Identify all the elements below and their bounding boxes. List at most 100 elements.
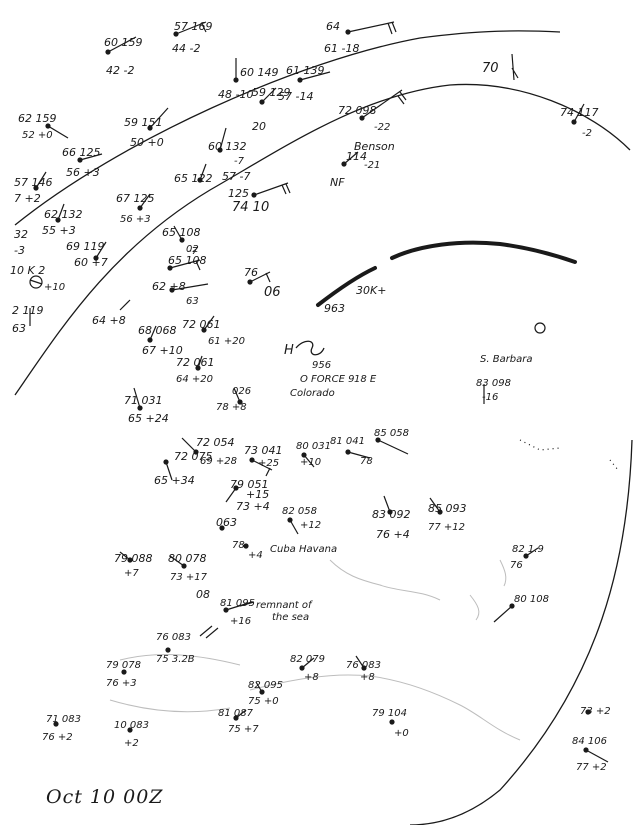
station-s63: 83 098 -16 xyxy=(476,378,511,404)
station-s28: 72 061 64 +20 xyxy=(176,355,215,385)
station-s32-bottom: +25 xyxy=(258,458,279,469)
coast-cuba xyxy=(249,674,521,741)
station-s19-top: 32 xyxy=(14,228,28,241)
station-s48-bottom: 76 xyxy=(510,560,523,571)
station-s63-top: 83 098 xyxy=(476,378,511,389)
graticule-arc-east xyxy=(409,439,633,825)
station-s04-top: 64 xyxy=(326,20,340,33)
station-s28-bottom: 64 +20 xyxy=(176,374,213,385)
station-s03-top: 60 149 xyxy=(240,66,279,79)
center-pressure: 956 xyxy=(312,360,331,371)
station-s41: 78 +4 xyxy=(232,540,263,561)
station-s35: 85 058 xyxy=(374,428,409,455)
station-s62-top: 74 117 xyxy=(560,106,599,119)
station-s44: 79 088 +7 xyxy=(114,551,153,579)
station-s56: 71 083 76 +2 xyxy=(42,714,81,743)
station-s60-top: 73 +2 xyxy=(580,706,611,717)
station-s30-bottom: 78 +8 xyxy=(216,402,247,413)
station-s39-top: 82 058 xyxy=(282,506,317,517)
station-s54-bottom: 75 +0 xyxy=(248,696,279,707)
station-s41-bottom: +4 xyxy=(248,550,263,561)
station-s54-top: 82 095 xyxy=(248,680,283,691)
station-s16: 67 125 56 +3 xyxy=(116,192,155,225)
station-s20-top: 10 K 2 xyxy=(10,264,45,277)
station-s47: 81 095 +16 xyxy=(220,598,255,627)
station-s01-top: 60 159 xyxy=(104,36,143,49)
station-s57-top: 10 083 xyxy=(114,720,149,731)
station-s37: 79 051 +15 xyxy=(225,478,269,503)
station-s51: 79 078 76 +3 xyxy=(106,660,141,689)
station-s09-bottom: -22 xyxy=(374,122,390,133)
place-the-sea: the sea xyxy=(272,612,309,623)
station-s39: 82 058 +12 xyxy=(282,506,321,535)
station-s36-top: 72 075 xyxy=(174,450,213,463)
station-s44-top: 79 088 xyxy=(114,552,153,565)
station-s31-top: 72 054 xyxy=(196,436,235,449)
station-s52-bottom: +8 xyxy=(304,672,319,683)
coastlines xyxy=(109,559,521,741)
station-s15: 62 132 55 +3 xyxy=(42,203,83,237)
station-s33-top: 80 031 xyxy=(296,441,331,452)
station-s42: 83 092 76 +4 xyxy=(372,495,411,541)
station-s24-top: 2 119 xyxy=(12,304,44,317)
station-s14: 74 10 125 xyxy=(228,182,291,215)
center-symbol: H xyxy=(284,343,294,358)
station-s59-bottom: 77 +2 xyxy=(576,762,607,773)
station-s25-top: 64 +8 xyxy=(92,314,126,327)
station-s62-bottom: -2 xyxy=(582,128,592,139)
station-s38: 73 +4 xyxy=(236,500,270,513)
station-s45: 80 078 73 +17 xyxy=(168,552,208,583)
station-s15-bottom: 55 +3 xyxy=(42,224,76,237)
coast-bahamas xyxy=(469,559,507,621)
place-remnant: remnant of xyxy=(256,600,313,611)
station-s36: 72 075 65 +34 xyxy=(154,450,213,487)
station-s03: 60 149 48 -10 xyxy=(218,58,279,101)
station-s14-top: 74 10 xyxy=(232,200,269,215)
station-s53-bottom: +8 xyxy=(360,672,375,683)
station-s31-bottom: 69 +28 xyxy=(200,456,237,467)
station-s17-bottom: -7 xyxy=(188,246,199,257)
station-s28-top: 72 061 xyxy=(176,356,215,369)
station-s26-bottom: 67 +10 xyxy=(142,344,183,357)
station-s12-top: 57 146 xyxy=(14,176,53,189)
front-line xyxy=(316,240,577,307)
station-s15-top: 62 132 xyxy=(44,208,83,221)
station-s11: 60 132 -7 xyxy=(208,127,247,167)
station-s34-top: 81 041 xyxy=(330,436,365,447)
station-s19: 32 -3 xyxy=(14,228,28,257)
station-s07-bottom: 57 -14 xyxy=(278,90,313,103)
station-s17-top: 65 108 xyxy=(162,226,201,239)
station-s20: 10 K 2 +10 xyxy=(10,264,65,293)
station-s09-top: 72 098 xyxy=(338,104,377,117)
station-s35-top: 85 058 xyxy=(374,428,409,439)
station-s12: 57 146 7 +2 xyxy=(14,171,53,205)
station-s56-top: 71 083 xyxy=(46,714,81,725)
dotted-trail xyxy=(519,439,619,471)
station-s04: 64 61 -18 xyxy=(324,20,397,55)
station-s02-bottom: 44 -2 xyxy=(172,42,200,55)
station-s62: 74 117 -2 xyxy=(560,103,599,139)
station-s31: 72 054 69 +28 xyxy=(181,436,237,467)
station-s22-top: 62 +8 xyxy=(152,280,186,293)
station-s53: 76 083 +8 xyxy=(346,655,381,683)
station-s18: 69 119 60 +7 xyxy=(66,240,108,269)
station-s44-bottom: +7 xyxy=(124,568,139,579)
station-s40: 063 xyxy=(216,516,237,531)
station-s07-top: 61 139 xyxy=(286,64,325,77)
station-s47-top: 81 095 xyxy=(220,598,255,609)
station-s59: 84 106 77 +2 xyxy=(572,736,609,773)
station-s16-top: 67 125 xyxy=(116,192,155,205)
station-s14-bottom: 125 xyxy=(228,187,249,200)
station-s29: 71 031 65 +24 xyxy=(124,387,169,425)
station-s58-top: 79 104 xyxy=(372,708,407,719)
double-bar-symbol xyxy=(199,625,219,639)
place-nf: NF xyxy=(330,176,345,189)
station-s23: 76 06 xyxy=(244,266,281,300)
station-s43-top: 85 093 xyxy=(428,502,467,515)
station-s50: 76 083 75 3.2B xyxy=(156,632,195,665)
station-s13-bottom: 57 -7 xyxy=(222,170,250,183)
station-s05-bottom: 52 +0 xyxy=(22,130,53,141)
station-s61: 70 xyxy=(482,53,519,81)
station-s03-bottom: 48 -10 xyxy=(218,88,253,101)
station-s30: 026 78 +8 xyxy=(216,386,251,413)
